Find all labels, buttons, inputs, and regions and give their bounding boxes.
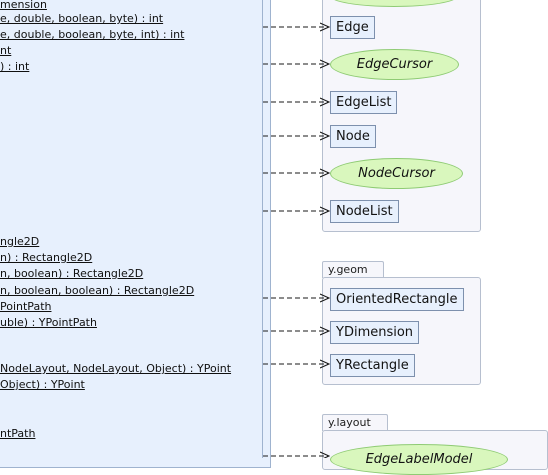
method-signature[interactable]: Object) : YPoint bbox=[0, 378, 85, 391]
method-signature[interactable]: uble) : YPointPath bbox=[0, 316, 97, 329]
method-signature[interactable]: ngle2D bbox=[0, 235, 40, 248]
interface-node-edgecursor[interactable]: EdgeCursor bbox=[330, 49, 459, 80]
class-node-label: YRectangle bbox=[336, 358, 409, 373]
source-class-box[interactable] bbox=[0, 0, 271, 468]
method-signature[interactable]: ntPath bbox=[0, 427, 36, 440]
class-node-edge[interactable]: Edge bbox=[330, 16, 375, 39]
class-node-ydimension[interactable]: YDimension bbox=[330, 321, 420, 344]
method-signature[interactable]: PointPath bbox=[0, 300, 52, 313]
class-node-label: YDimension bbox=[336, 325, 414, 340]
class-node-label: OrientedRectangle bbox=[336, 292, 458, 307]
class-node-yrectangle[interactable]: YRectangle bbox=[330, 354, 415, 377]
class-node-label: Node bbox=[336, 129, 370, 144]
interface-node-label: NodeCursor bbox=[358, 166, 435, 181]
package-label-y-layout: y.layout bbox=[328, 416, 371, 429]
class-node-label: EdgeList bbox=[336, 95, 392, 110]
class-box-inner-border bbox=[262, 0, 263, 458]
class-node-label: Edge bbox=[336, 20, 369, 35]
method-signature[interactable]: n) : Rectangle2D bbox=[0, 251, 93, 264]
method-signature[interactable]: n, boolean) : Rectangle2D bbox=[0, 267, 144, 280]
dependency-connectors bbox=[263, 0, 548, 458]
interface-node-label: EdgeLabelModel bbox=[365, 452, 473, 467]
class-node-orientedrectangle[interactable]: OrientedRectangle bbox=[330, 288, 464, 311]
package-tab-y-geom[interactable]: y.geom bbox=[322, 261, 384, 278]
method-signature[interactable]: nt bbox=[0, 44, 12, 57]
package-tab-y-layout[interactable]: y.layout bbox=[322, 414, 388, 431]
class-node-edgelist[interactable]: EdgeList bbox=[330, 91, 398, 114]
method-signature[interactable]: n, boolean, boolean) : Rectangle2D bbox=[0, 284, 195, 297]
interface-node-edgelabelmodel[interactable]: EdgeLabelModel bbox=[330, 444, 508, 475]
method-signature[interactable]: NodeLayout, NodeLayout, Object) : YPoint bbox=[0, 362, 232, 375]
class-node-label: NodeList bbox=[336, 204, 393, 219]
class-node-node[interactable]: Node bbox=[330, 125, 376, 148]
method-signature[interactable]: e, double, boolean, byte, int) : int bbox=[0, 28, 185, 41]
method-signature[interactable]: mension bbox=[0, 0, 47, 11]
method-signature[interactable]: e, double, boolean, byte) : int bbox=[0, 12, 164, 25]
interface-node-label: EdgeCursor bbox=[356, 57, 433, 72]
package-label-y-geom: y.geom bbox=[328, 263, 368, 276]
class-node-nodelist[interactable]: NodeList bbox=[330, 200, 399, 223]
interface-node-nodecursor[interactable]: NodeCursor bbox=[330, 158, 463, 189]
method-signature[interactable]: ) : int bbox=[0, 60, 30, 73]
